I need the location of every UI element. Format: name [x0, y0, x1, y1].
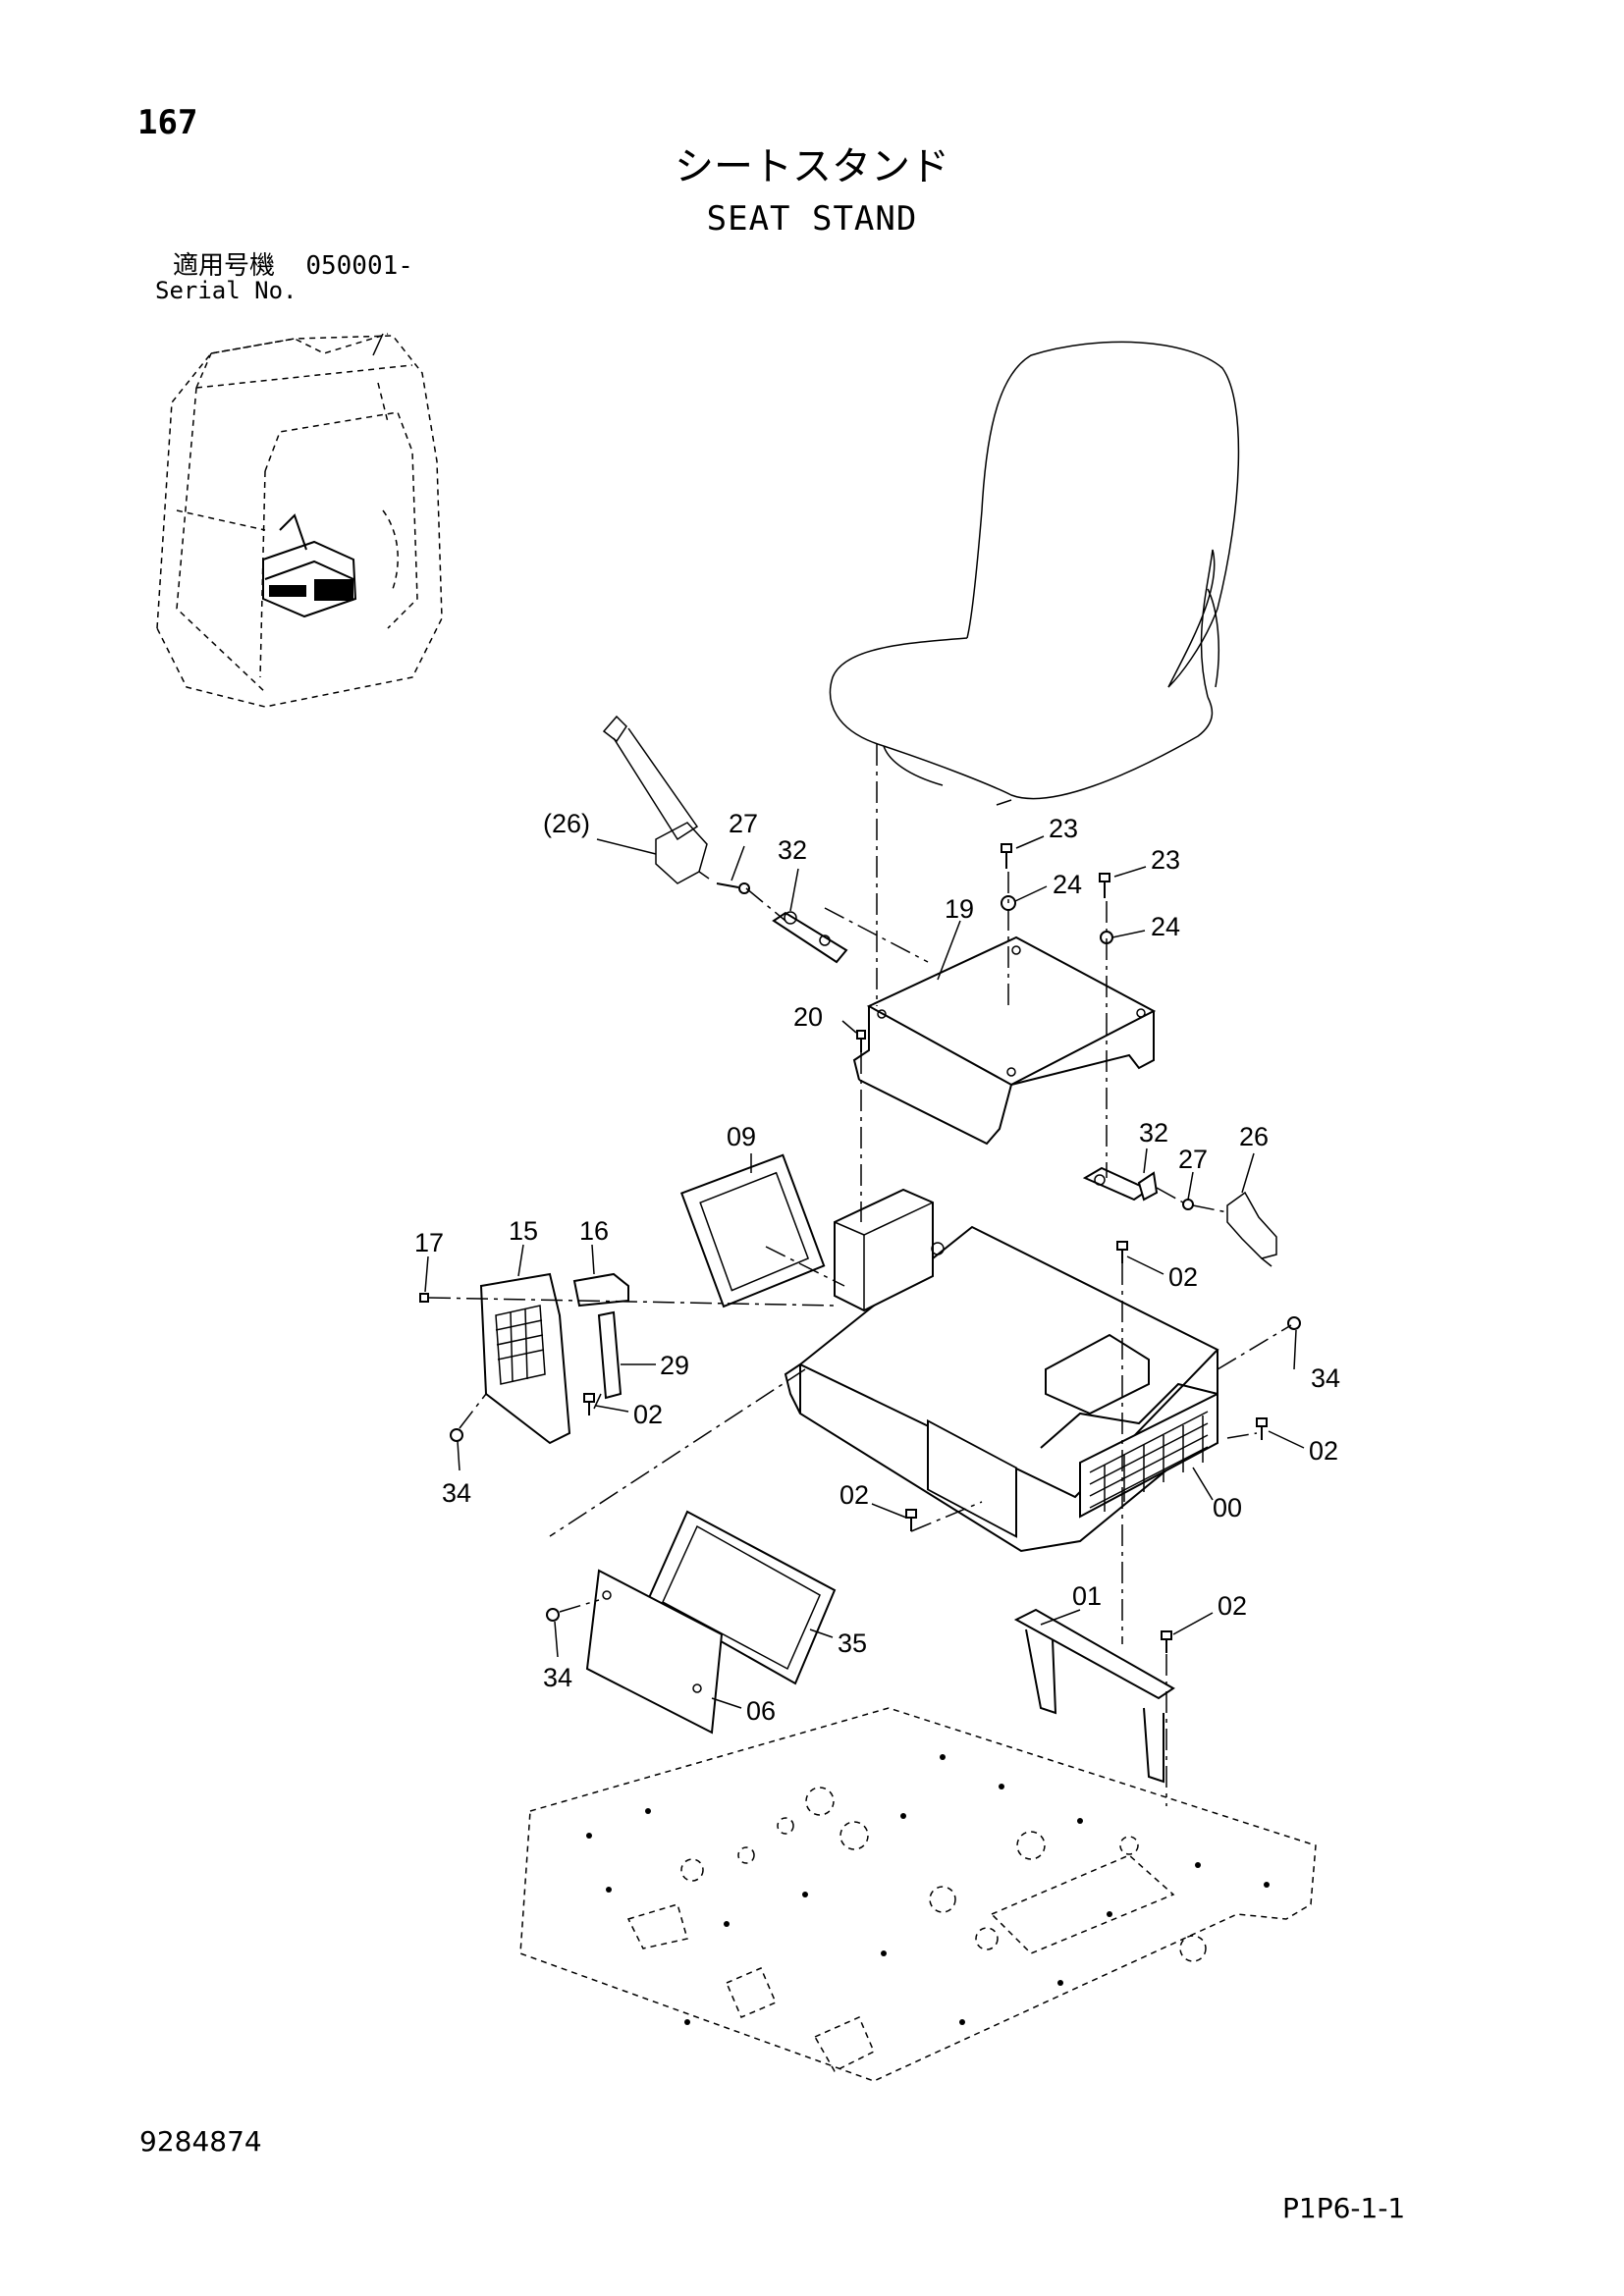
callout-02-b: 02 [1168, 1262, 1198, 1292]
page-number: 167 [137, 103, 198, 142]
seat-belt-left [602, 715, 710, 884]
cab-seat-stand-highlight [262, 513, 357, 618]
callout-19: 19 [945, 894, 974, 924]
callout-02-d: 02 [839, 1480, 869, 1510]
callout-17: 17 [414, 1228, 444, 1257]
serial-label-en: Serial No. [155, 277, 298, 304]
bolt-02-d [905, 1509, 917, 1531]
serial-label-jp: 適用号機 [173, 251, 276, 281]
screw-34-a [450, 1428, 463, 1442]
callout-35: 35 [838, 1629, 867, 1658]
floor-bolt-holes [586, 1754, 1270, 2025]
cab-locator-inset [156, 333, 443, 708]
callout-16: 16 [579, 1216, 609, 1246]
bolt-02-c [1256, 1417, 1268, 1440]
page-code: P1P6-1-1 [1282, 2192, 1406, 2224]
seat-stand-box-00 [784, 1225, 1219, 1553]
title-english: SEAT STAND [706, 199, 918, 239]
vent-grille [1079, 1392, 1218, 1519]
serial-value: 050001- [305, 251, 413, 281]
callout-23-a: 23 [1049, 814, 1078, 843]
title-japanese: シートスタンド [675, 144, 949, 189]
bolt-02-a [583, 1393, 595, 1415]
bracket-01 [1013, 1608, 1175, 1784]
strip-29 [597, 1310, 623, 1400]
callout-26-ref: (26) [543, 809, 590, 838]
bracket-32-right [1082, 1166, 1159, 1201]
bolt-23-a [1001, 843, 1012, 869]
callout-20: 20 [793, 1002, 823, 1032]
bolt-20 [856, 1030, 866, 1052]
seal-35 [646, 1510, 837, 1685]
seat-mount-plate-19 [852, 935, 1157, 1146]
cover-plate-06 [585, 1569, 724, 1735]
bolt-02-e [1161, 1630, 1172, 1653]
callout-27-right: 27 [1178, 1145, 1208, 1174]
floor-plate [519, 1707, 1317, 2082]
fasteners [419, 843, 1301, 1653]
callout-34-b: 34 [1311, 1363, 1340, 1393]
bracket-32-left [772, 911, 848, 964]
screw-34-c [546, 1608, 560, 1622]
serial-range: 適用号機 050001- [173, 253, 413, 279]
callout-34-c: 34 [543, 1663, 572, 1692]
callout-02-c: 02 [1309, 1436, 1338, 1466]
callout-09: 09 [727, 1122, 756, 1151]
bolt-23-b [1099, 873, 1110, 898]
leader-lines [424, 835, 1305, 1709]
screw-17 [419, 1293, 429, 1303]
callout-32-right: 32 [1139, 1118, 1168, 1148]
callout-34-a: 34 [442, 1478, 471, 1508]
callout-24-a: 24 [1053, 870, 1082, 899]
callout-23-b: 23 [1151, 845, 1180, 875]
callout-00: 00 [1213, 1493, 1242, 1522]
callout-01: 01 [1072, 1581, 1102, 1611]
callout-32-left: 32 [778, 835, 807, 865]
callout-24-b: 24 [1151, 912, 1180, 941]
callout-02-a: 02 [633, 1400, 663, 1429]
callout-numbers: (26) 27 32 23 23 24 24 19 20 09 32 27 26… [414, 809, 1340, 1726]
document-number: 9284874 [139, 2125, 262, 2158]
callout-27-left: 27 [729, 809, 758, 838]
seal-09 [679, 1153, 826, 1308]
bolt-27-b [1182, 1199, 1194, 1210]
controller-block [834, 1188, 945, 1312]
bolt-02-b [1116, 1241, 1128, 1263]
bolt-27-a [716, 882, 750, 894]
callout-29: 29 [660, 1351, 689, 1380]
callout-06: 06 [746, 1696, 776, 1726]
callout-15: 15 [509, 1216, 538, 1246]
seat [829, 341, 1240, 806]
screw-34-b [1287, 1316, 1301, 1330]
callout-26: 26 [1239, 1122, 1269, 1151]
cover-16 [572, 1272, 629, 1308]
cover-grille [495, 1305, 546, 1385]
assembly-center-lines [428, 744, 1292, 1806]
callout-02-e: 02 [1218, 1591, 1247, 1621]
seat-belt-right [1226, 1191, 1277, 1267]
